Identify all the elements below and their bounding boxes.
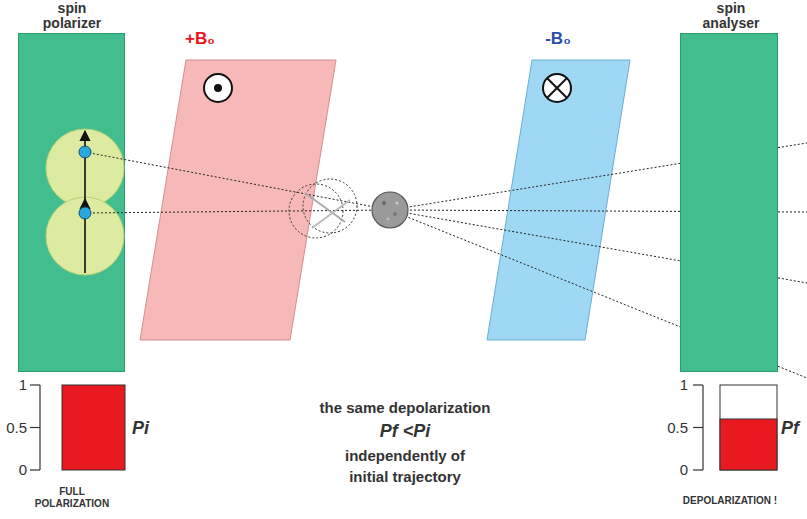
device-title: spin analyser: [694, 1, 768, 31]
spin-state: [46, 197, 124, 275]
sample-grain: [396, 202, 399, 205]
axis-tick: [693, 469, 703, 470]
field-out-symbol: [204, 74, 232, 102]
axis-tick: [30, 469, 40, 470]
trajectory: [778, 366, 807, 378]
sample-grain: [382, 201, 386, 205]
annotation-text: 0: [2, 461, 27, 479]
annotation-text: 0.5: [2, 419, 27, 437]
field-in-symbol: [548, 79, 567, 98]
trajectory: [390, 163, 680, 210]
sample-grain: [393, 212, 397, 216]
axis-tick: [693, 384, 703, 385]
label-holder: Pi: [132, 417, 162, 439]
precession-vector: [305, 193, 345, 222]
label-holder: FULL POLARIZATION: [27, 486, 117, 510]
label-holder: Pf: [781, 417, 805, 439]
trajectory: [390, 210, 680, 261]
annotation-text: 1: [2, 376, 27, 394]
precession-circle: [303, 179, 357, 233]
trajectory: [390, 210, 680, 211]
label-holder: 0.5: [660, 419, 688, 437]
field-outline: [140, 60, 336, 340]
neutron-dot: [79, 146, 91, 158]
field-in-symbol: [543, 74, 571, 102]
field-in-symbol: [548, 79, 567, 98]
annotation-text: Pf: [781, 417, 805, 439]
annotation-text: DEPOLARIZATION !: [672, 495, 788, 507]
precession-circle: [289, 184, 343, 238]
label-holder: Pf <Pi: [330, 420, 480, 442]
label-holder: 1: [660, 376, 688, 394]
field-label: -B₀: [533, 28, 583, 50]
label-holder: 1: [2, 376, 27, 394]
trajectory: [778, 278, 807, 283]
trajectory: [778, 143, 807, 148]
trajectory: [390, 210, 680, 327]
annotation-text: the same depolarization: [250, 399, 560, 417]
chart-axis: [702, 385, 703, 470]
neutron-dot: [79, 207, 91, 219]
annotation-text: Pf <Pi: [330, 420, 480, 442]
trajectory: [85, 210, 390, 213]
trajectory: [85, 152, 390, 210]
annotation-text: Pi: [132, 417, 162, 439]
device-title: spin polarizer: [35, 1, 109, 31]
annotation-text: 0: [660, 461, 688, 479]
field-region: [484, 14, 632, 342]
device-panel: [680, 33, 778, 372]
axis-tick: [693, 427, 703, 428]
annotation-text: 0.5: [660, 419, 688, 437]
spin-arrow: [84, 199, 86, 273]
chart-axis: [39, 385, 40, 470]
field-label: +B₀: [175, 28, 225, 50]
spin-arrow: [84, 131, 86, 206]
polarization-bar: [720, 419, 777, 470]
sample-grain: [387, 218, 390, 221]
spin-device: spin polarizer: [10, 0, 135, 372]
annotation-text: independently of initial trajectory: [328, 445, 482, 487]
label-holder: independently of initial trajectory: [328, 445, 482, 487]
trajectory: [778, 211, 807, 212]
precession-vector: [312, 200, 350, 228]
label-holder: the same depolarization: [250, 399, 560, 417]
bar-frame: [720, 385, 777, 470]
axis-tick: [30, 427, 40, 428]
label-holder: DEPOLARIZATION !: [672, 495, 788, 507]
spin-state: [46, 129, 124, 207]
label-holder: 0: [660, 461, 688, 479]
axis-tick: [30, 384, 40, 385]
field-region: [138, 14, 338, 342]
field-outline: [487, 60, 630, 340]
magnetic-field: +B₀: [138, 14, 338, 342]
polarization-bar: [62, 385, 125, 470]
sample: [372, 192, 408, 228]
magnetic-field: -B₀: [484, 14, 632, 342]
device-panel: [18, 33, 125, 372]
annotation-text: FULL POLARIZATION: [27, 486, 117, 510]
annotation-text: 1: [660, 376, 688, 394]
field-out-symbol: [214, 84, 222, 92]
label-holder: 0.5: [2, 419, 27, 437]
spin-device: spin analyser: [672, 0, 787, 372]
label-holder: 0: [2, 461, 27, 479]
